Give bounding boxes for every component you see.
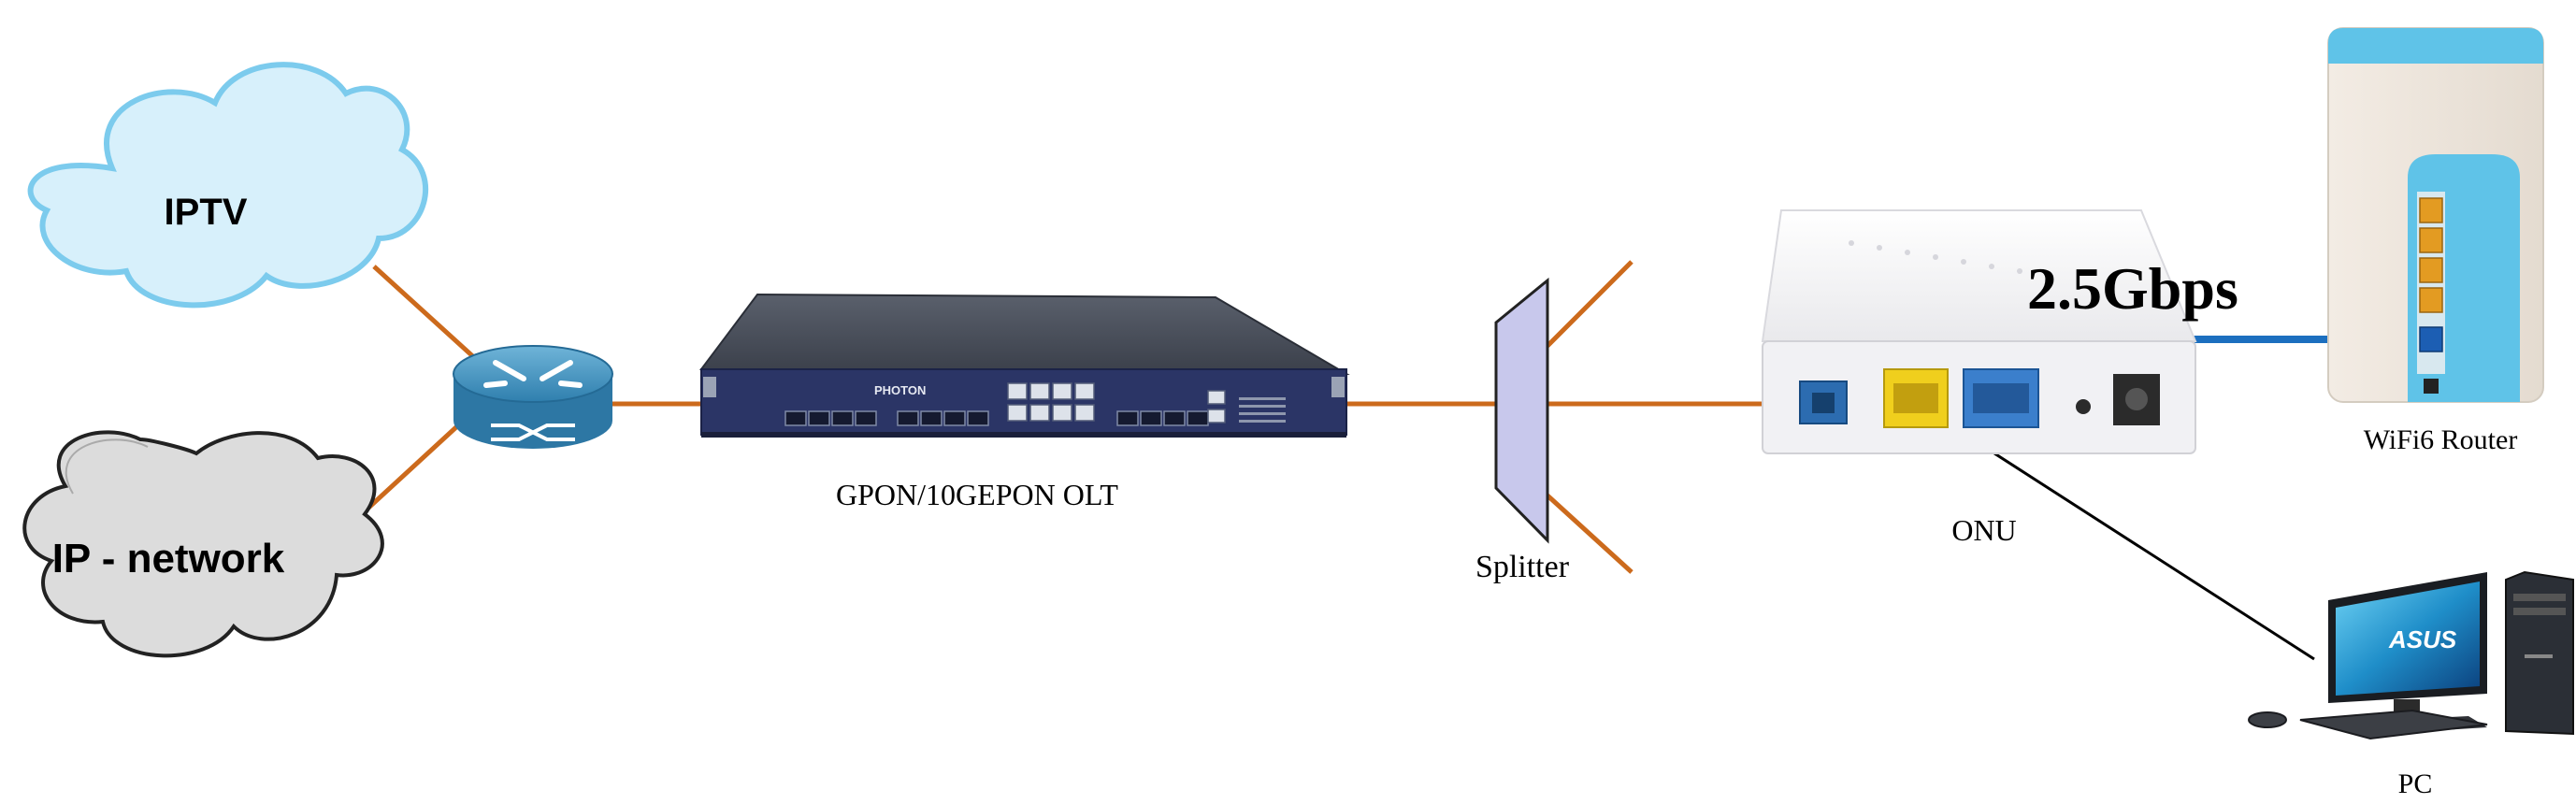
router-icon	[453, 345, 613, 449]
olt-label: GPON/10GEPON OLT	[836, 478, 1118, 511]
olt-sfp-ports-right	[1116, 410, 1209, 426]
olt-icon: PHOTON GPON/10GEPON OLT	[699, 293, 1350, 511]
olt-rj45-ports	[1007, 382, 1095, 422]
onu-icon: ONU	[1761, 209, 2197, 547]
onu-reset-button	[2076, 399, 2091, 414]
splitter-label: Splitter	[1475, 550, 1570, 584]
wifi-router-label: WiFi6 Router	[2364, 424, 2518, 455]
link-speed-label: 2.5Gbps	[2027, 255, 2238, 322]
link-iptv-router	[372, 265, 479, 362]
ip-network-cloud-shape	[22, 430, 384, 658]
wifi-router-icon: WiFi6 Router	[2327, 27, 2544, 455]
wifi-router-wan-port	[2419, 326, 2443, 352]
onu-label: ONU	[1951, 513, 2016, 547]
iptv-label: IPTV	[165, 192, 248, 233]
olt-brand-label: PHOTON	[874, 383, 926, 397]
pc-label: PC	[2398, 768, 2433, 799]
olt-led-panel	[1239, 397, 1286, 423]
pc-brand-label: ASUS	[2388, 625, 2457, 653]
iptv-cloud-shape	[27, 62, 428, 309]
link-splitter-branch-down	[1546, 494, 1633, 574]
iptv-cloud: IPTV	[27, 62, 428, 309]
wifi-router-lan-ports	[2419, 197, 2443, 313]
ip-network-label: IP - network	[52, 536, 285, 581]
pc-icon: ASUS PC	[2248, 570, 2574, 799]
olt-sfp-ports-left	[784, 410, 989, 426]
splitter-icon: Splitter	[1475, 277, 1570, 584]
ip-network-cloud: IP - network	[22, 430, 384, 658]
olt-mgmt-ports	[1207, 390, 1226, 424]
link-splitter-branch-up	[1546, 260, 1633, 348]
